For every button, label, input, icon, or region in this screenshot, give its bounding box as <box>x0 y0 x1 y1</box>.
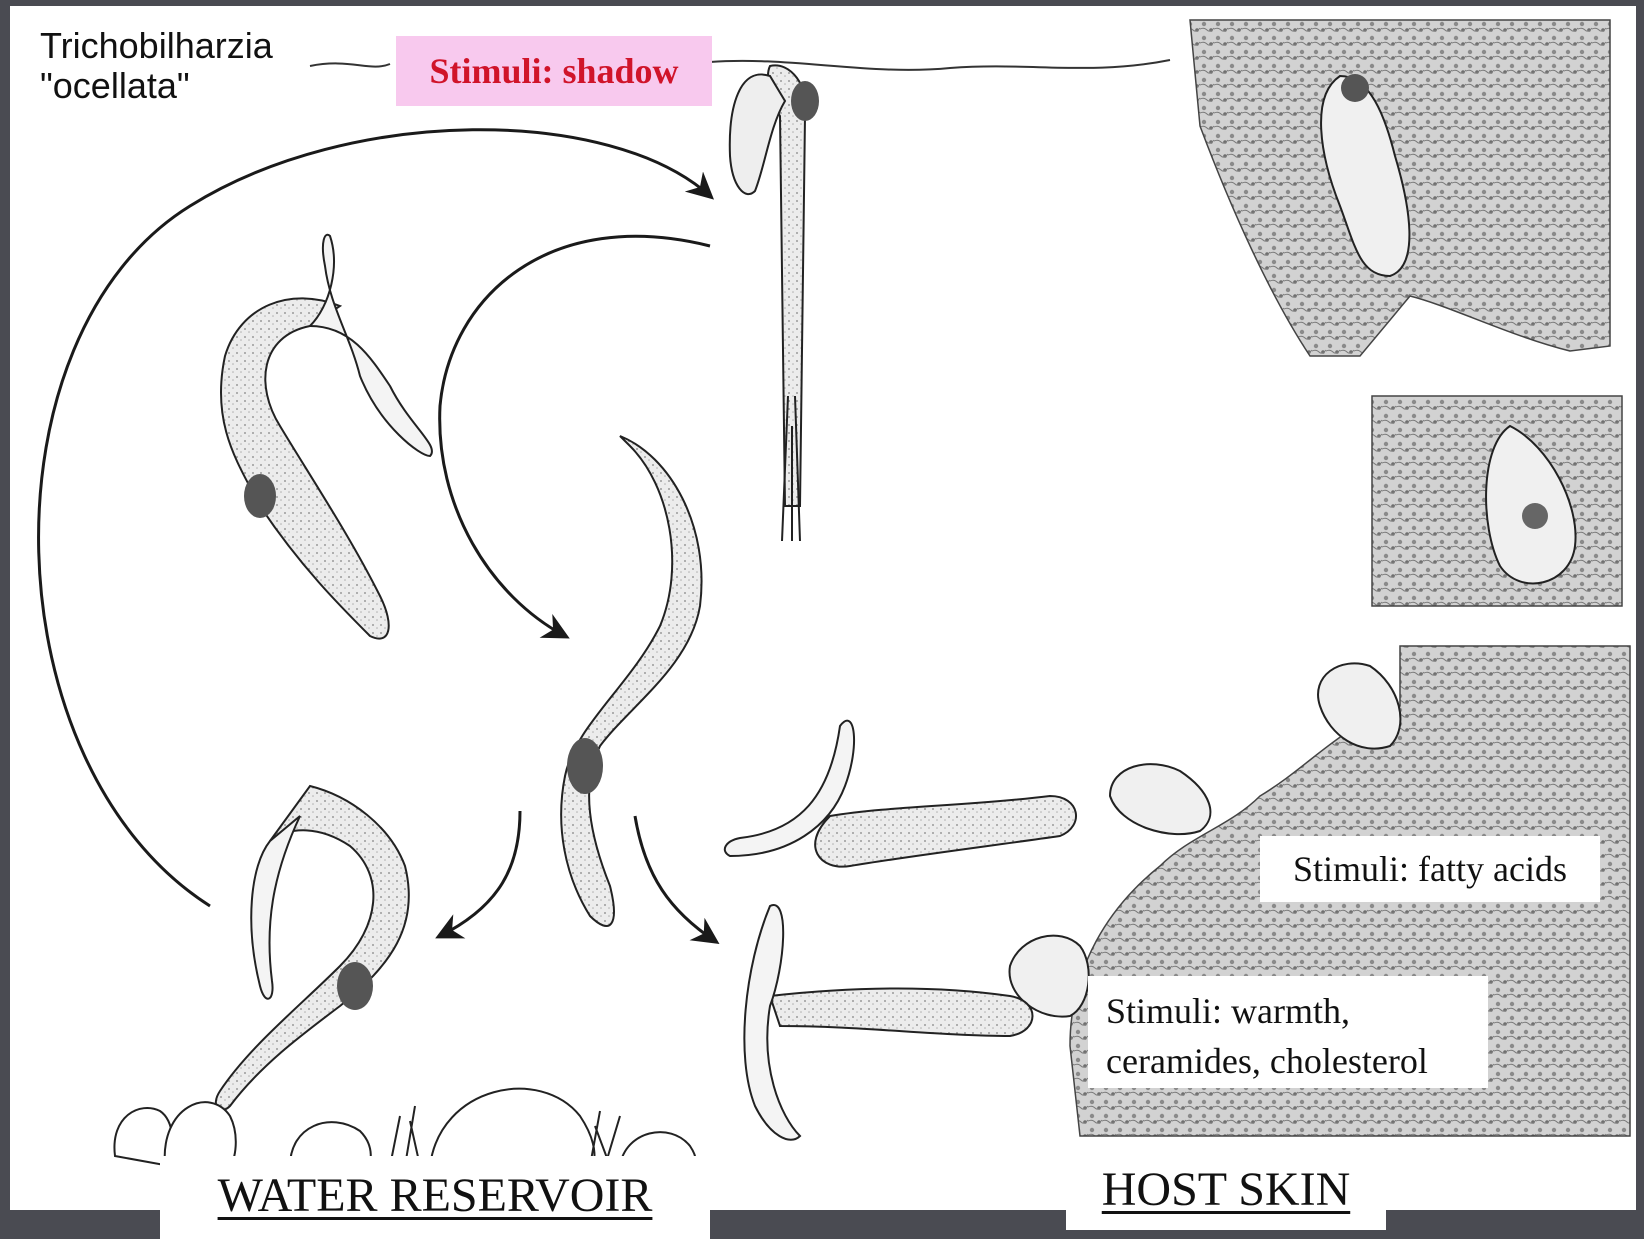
stimulus-warmth-line1: Stimuli: warmth, <box>1106 986 1488 1036</box>
cycle-arrow-inner <box>440 236 710 636</box>
cercaria-upper-left <box>221 235 432 639</box>
water-reservoir-heading-box: WATER RESERVOIR <box>160 1156 710 1239</box>
stimulus-warmth-line2: ceramides, cholesterol <box>1106 1036 1488 1086</box>
cercaria-surface <box>730 65 819 541</box>
host-skin-heading-box: HOST SKIN <box>1066 1150 1386 1230</box>
water-reservoir-heading: WATER RESERVOIR <box>160 1156 710 1223</box>
skin-section-middle <box>1372 396 1622 606</box>
cercaria-lower-left <box>216 786 409 1110</box>
species-name-line1: Trichobilharzia <box>40 26 273 66</box>
stimulus-warmth-label: Stimuli: warmth, ceramides, cholesterol <box>1088 976 1488 1088</box>
skin-section-upper <box>1190 20 1610 356</box>
diagram-slide: Trichobilharzia "ocellata" Stimuli: shad… <box>10 6 1636 1210</box>
split-arrow-left <box>440 811 520 936</box>
cercaria-bottom <box>744 905 1032 1140</box>
cercaria-lower-right <box>725 721 1076 867</box>
species-name: Trichobilharzia "ocellata" <box>40 26 273 106</box>
species-name-line2: "ocellata" <box>40 66 273 106</box>
host-skin-heading: HOST SKIN <box>1066 1150 1386 1217</box>
cycle-arrow-outer <box>39 130 710 906</box>
stimulus-shadow-label: Stimuli: shadow <box>396 36 712 106</box>
cercaria-center <box>561 436 701 926</box>
split-arrow-right <box>635 816 715 941</box>
stimulus-fatty-acids-label: Stimuli: fatty acids <box>1260 836 1600 902</box>
